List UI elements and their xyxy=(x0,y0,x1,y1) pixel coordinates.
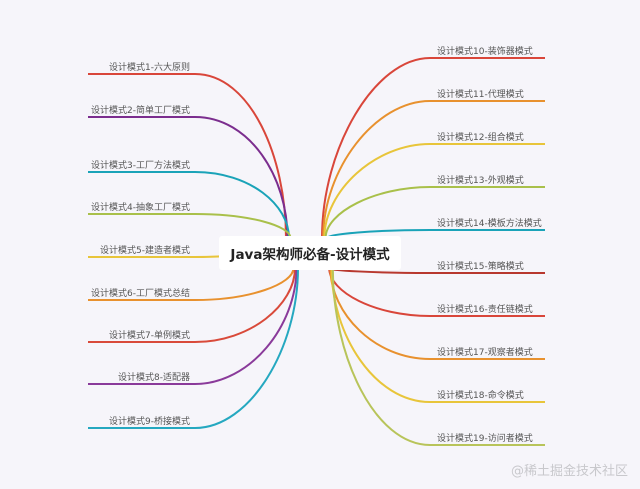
branch-topic[interactable]: 设计模式16-责任链模式 xyxy=(437,305,533,315)
branch-topic[interactable]: 设计模式3-工厂方法模式 xyxy=(91,161,190,171)
branch-connector xyxy=(88,213,292,239)
branch-connector xyxy=(322,100,545,239)
branch-topic[interactable]: 设计模式14-模板方法模式 xyxy=(437,219,542,229)
branch-topic[interactable]: 设计模式2-简单工厂模式 xyxy=(91,106,190,116)
branch-connector xyxy=(88,116,289,239)
watermark: @稀土掘金技术社区 xyxy=(510,464,628,479)
branch-topic[interactable]: 设计模式13-外观模式 xyxy=(437,176,524,186)
branch-connector xyxy=(331,267,545,446)
branch-topic[interactable]: 设计模式9-桥接模式 xyxy=(109,417,190,427)
branch-connector xyxy=(88,267,298,385)
branch-topic[interactable]: 设计模式5-建造者模式 xyxy=(100,246,190,256)
branch-topic[interactable]: 设计模式8-适配器 xyxy=(118,373,190,383)
branch-topic[interactable]: 设计模式11-代理模式 xyxy=(437,90,524,100)
branch-topic[interactable]: 设计模式19-访问者模式 xyxy=(437,434,533,444)
branch-topic[interactable]: 设计模式1-六大原则 xyxy=(109,63,190,73)
branch-topic[interactable]: 设计模式10-装饰器模式 xyxy=(437,47,533,57)
branch-connector xyxy=(324,186,545,239)
central-topic[interactable]: Java架构师必备-设计模式 xyxy=(219,236,401,270)
branch-connector xyxy=(88,267,299,429)
branch-topic[interactable]: 设计模式4-抽象工厂模式 xyxy=(91,203,190,213)
branch-topic[interactable]: 设计模式15-策略模式 xyxy=(437,262,524,272)
branch-topic[interactable]: 设计模式17-观察者模式 xyxy=(437,348,533,358)
branch-topic[interactable]: 设计模式12-组合模式 xyxy=(437,133,524,143)
branch-connector xyxy=(321,57,545,239)
branch-connector xyxy=(88,171,290,239)
branch-topic[interactable]: 设计模式18-命令模式 xyxy=(437,391,524,401)
branch-topic[interactable]: 设计模式7-单例模式 xyxy=(109,331,190,341)
branch-topic[interactable]: 设计模式6-工厂模式总结 xyxy=(91,289,190,299)
branch-connector xyxy=(323,143,545,239)
branch-connector xyxy=(88,267,296,343)
branch-connector xyxy=(88,267,295,301)
